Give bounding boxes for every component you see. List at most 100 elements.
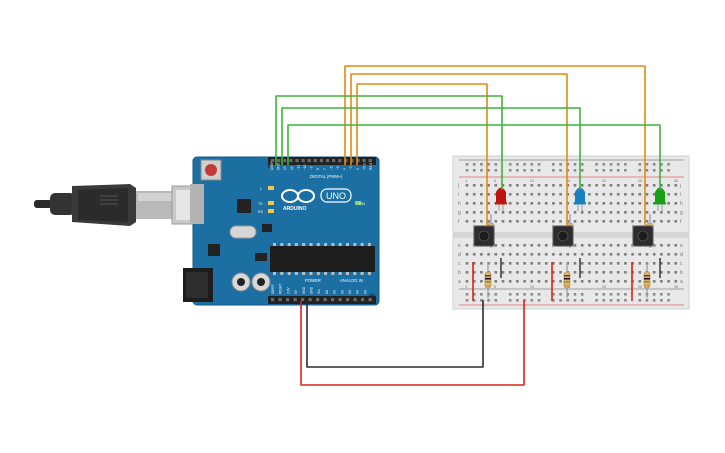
row-letter: c [680,261,683,267]
header-hole [316,298,320,302]
arduino-logo-icon [281,189,315,203]
digital-pin-label: RX 0 [369,163,373,170]
header-hole [301,159,305,163]
arduino-uno-board: ARDUINO UNO ON DIGITAL (PWM~) POWER ANAL… [183,156,380,306]
board-brand: ARDUINO [283,206,306,212]
header-hole [319,159,323,163]
power-pin-label: A4 [356,290,360,294]
row-letter: i [458,192,459,198]
header-hole [286,298,290,302]
power-pin-label: 5V [294,289,298,294]
header-hole [278,298,282,302]
board-model: UNO [326,191,346,201]
red-power-wire [300,300,525,386]
digital-pin-label: 12 [290,166,294,170]
digital-pin-label: ~3 [349,166,353,170]
power-pin-label: A0 [325,290,329,294]
row-letter: g [680,210,683,216]
row-letter: e [680,243,683,249]
power-pin-label: Vin [317,289,321,294]
column-number: 25 [638,284,643,289]
digital-pin-label: 4 [343,168,347,170]
digital-pin-label: ~11 [296,165,300,170]
power-pin-label: A2 [340,290,344,294]
row-letter: f [458,219,460,225]
column-number: 5 [494,178,497,183]
column-number: 30 [674,178,679,183]
column-number: 1 [465,284,468,289]
row-letter: j [457,183,459,189]
row-letter: h [458,201,461,207]
header-hole [289,159,293,163]
header-hole [307,159,311,163]
power-pin-label: GND [302,286,306,294]
header-hole [313,159,317,163]
digital-pin-label: ~6 [329,166,333,170]
digital-pin-label: ~9 [310,166,314,170]
row-letter: h [680,201,683,207]
row-letter: d [680,252,683,258]
pushbutton-icon [473,225,495,247]
row-letter: e [458,243,461,249]
red-led-icon [495,187,507,211]
header-hole [361,298,365,302]
row-letter: g [458,210,461,216]
power-pin-label: A3 [348,290,352,294]
header-hole [344,159,348,163]
digital-pin-label: TX 1 [362,163,366,170]
header-hole [271,159,275,163]
digital-pin-label: AREF [270,161,274,170]
column-number: 10 [530,284,535,289]
header-hole [323,298,327,302]
row-letter: d [458,252,461,258]
header-hole [350,159,354,163]
header-hole [271,298,275,302]
pushbutton-icon [632,225,654,247]
header-hole [325,159,330,163]
digital-pin-label: ~10 [303,164,307,170]
header-hole [332,159,336,163]
column-number: 20 [602,284,607,289]
column-number: 25 [638,178,643,183]
row-letter: b [680,270,683,276]
reset-button-icon [205,164,217,176]
header-hole [331,298,335,302]
digital-label: DIGITAL (PWM~) [310,174,343,179]
header-hole [308,298,312,302]
header-hole [283,159,287,163]
power-pin-label: A5 [363,290,367,294]
header-hole [301,298,305,302]
header-hole [362,159,366,163]
analog-label: ANALOG IN [340,278,363,283]
header-hole [277,159,281,163]
header-hole [368,298,372,302]
column-number: 15 [566,178,571,183]
power-pin-label: IOREF [271,284,275,294]
header-hole [338,159,342,163]
row-letter: j [679,183,681,189]
header-hole [353,298,357,302]
row-letter: a [680,279,683,285]
header-hole [338,298,342,302]
header-hole [368,159,372,163]
resistor-icon [563,262,571,298]
power-label: POWER [305,278,321,283]
pushbutton-icon [552,225,574,247]
column-number: 1 [465,178,468,183]
on-label: ON [359,201,365,206]
resistor-icon [643,262,651,298]
column-number: 10 [530,178,535,183]
column-number: 30 [674,284,679,289]
header-hole [293,298,297,302]
power-pin-label: 3.3V [286,287,290,294]
row-letter: c [458,261,461,267]
digital-pin-label: 7 [323,168,327,170]
rx-led-label: RX [258,210,264,214]
digital-pin-label: 13 [283,166,287,170]
header-hole [346,298,350,302]
green-wire [275,95,503,190]
power-analog-header [268,296,376,304]
orange-wire [350,73,568,226]
tx-led-label: TX [258,202,263,206]
l-led-label: L [260,187,262,191]
